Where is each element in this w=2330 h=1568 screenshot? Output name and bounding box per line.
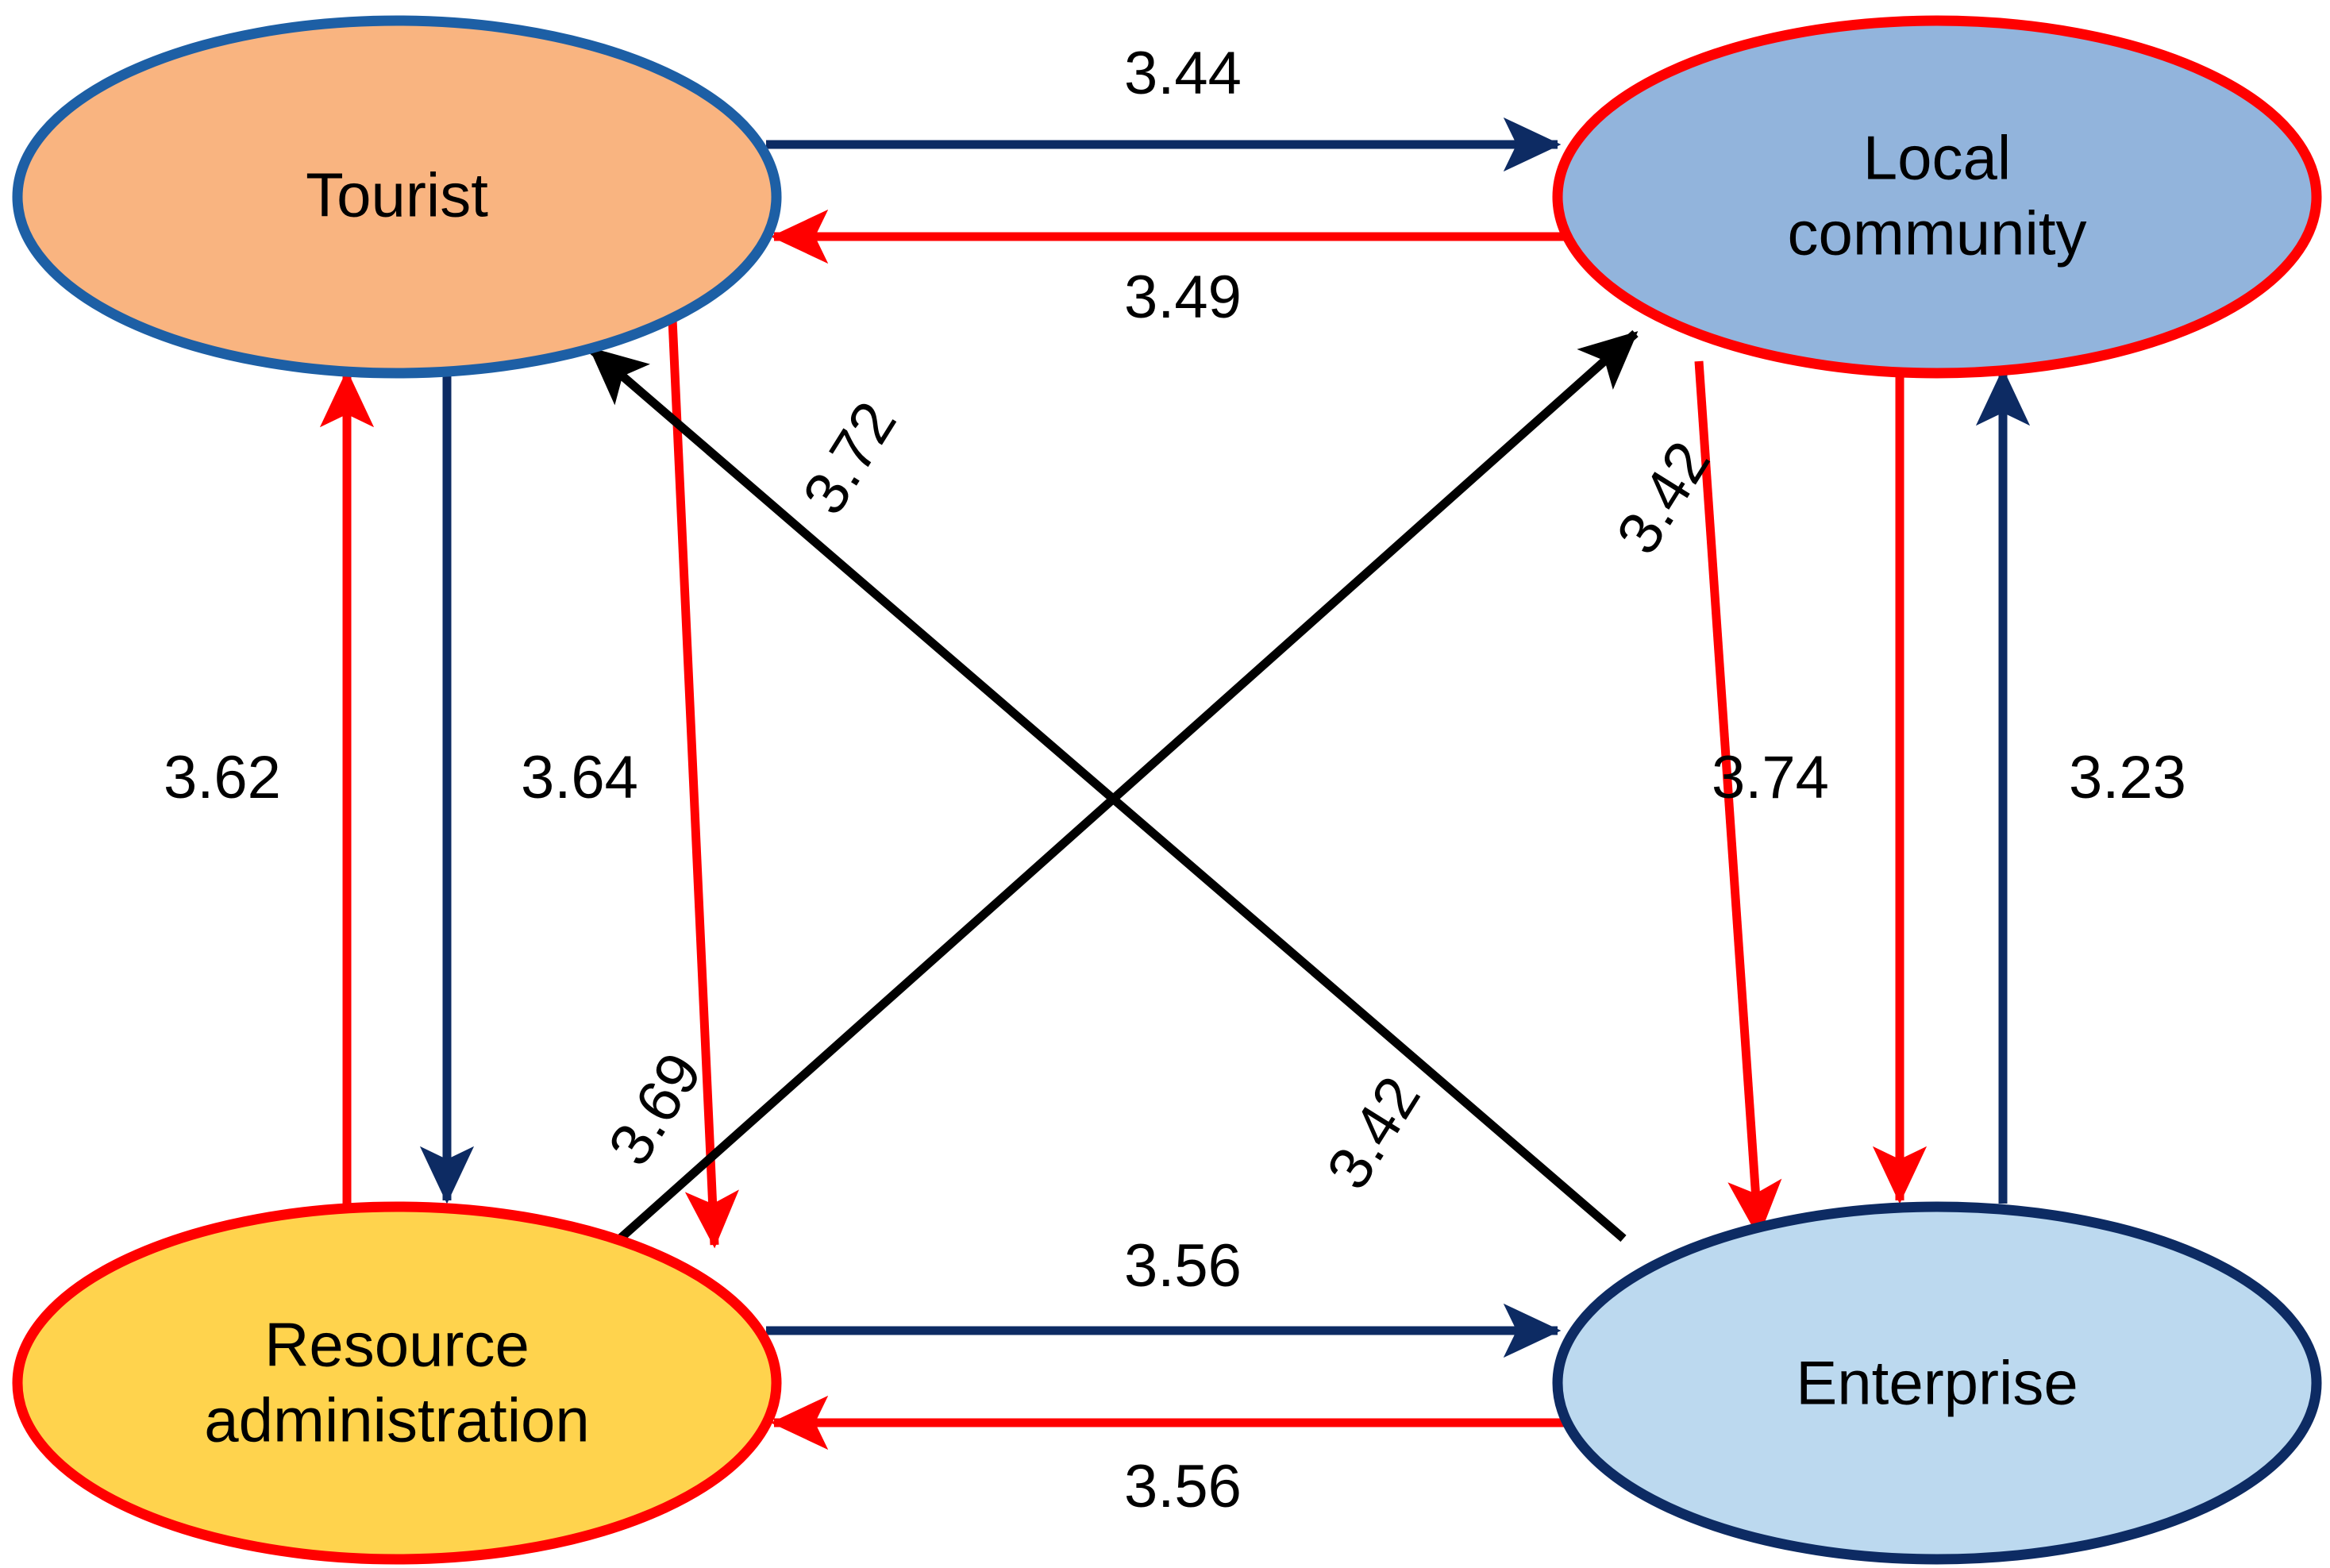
edge-label-enterprise-to-local-community: 3.23 bbox=[2069, 744, 2186, 811]
node-local-community-label-line1: Local bbox=[1863, 123, 2011, 193]
edge-local-community-to-enterprise-342[interactable] bbox=[1694, 360, 1782, 1239]
edge-label-tourist-to-resource-administration: 3.64 bbox=[521, 744, 638, 811]
node-enterprise-label: Enterprise bbox=[1796, 1348, 2078, 1418]
edge-label-enterprise-to-resource-administration: 3.56 bbox=[1124, 1453, 1242, 1520]
node-resource-administration-label-line2: administration bbox=[204, 1385, 590, 1455]
edge-label-local-community-to-tourist: 3.49 bbox=[1124, 264, 1242, 331]
edge-resource-administration-to-local-community-369[interactable] bbox=[608, 329, 1639, 1250]
edge-label-resource-administration-to-enterprise: 3.56 bbox=[1124, 1232, 1242, 1300]
edge-label-resource-administration-to-local-community-diagonal: 3.69 bbox=[595, 1042, 714, 1177]
node-tourist-ellipse[interactable] bbox=[12, 15, 782, 379]
edge-label-tourist-to-resource-administration-diagonal: 3.72 bbox=[790, 391, 909, 526]
edge-label-enterprise-to-tourist-diagonal: 3.42 bbox=[1314, 1065, 1433, 1200]
node-enterprise-ellipse[interactable] bbox=[1552, 1201, 2322, 1565]
node-enterprise[interactable]: Enterprise bbox=[1552, 1201, 2322, 1565]
node-local-community[interactable]: Local community bbox=[1552, 15, 2322, 379]
node-local-community-ellipse[interactable] bbox=[1552, 15, 2322, 379]
node-resource-administration-label-line1: Resource bbox=[264, 1310, 530, 1380]
node-tourist[interactable]: Tourist bbox=[12, 15, 782, 379]
node-local-community-label-line2: community bbox=[1787, 198, 2086, 268]
node-tourist-label: Tourist bbox=[306, 160, 488, 230]
edge-label-tourist-to-local-community: 3.44 bbox=[1124, 40, 1242, 107]
edge-label-local-community-to-enterprise: 3.74 bbox=[1712, 744, 1829, 811]
edge-enterprise-to-tourist-342[interactable] bbox=[588, 345, 1627, 1242]
edge-tourist-to-resource-administration-372[interactable] bbox=[668, 318, 739, 1249]
node-resource-administration[interactable]: Resource administration bbox=[12, 1201, 782, 1565]
node-resource-administration-ellipse[interactable] bbox=[12, 1201, 782, 1565]
edge-label-resource-administration-to-tourist: 3.62 bbox=[164, 744, 281, 811]
